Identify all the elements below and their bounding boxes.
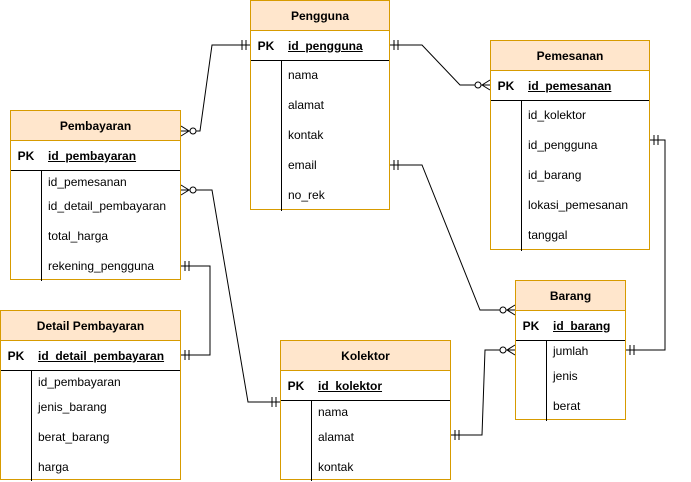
entity-title: Pemesanan <box>491 41 649 71</box>
relationship-line <box>390 164 515 311</box>
crows-foot-line <box>180 130 190 137</box>
column-divider <box>311 401 312 481</box>
crows-foot-line <box>180 184 190 191</box>
crows-foot-line <box>506 344 516 351</box>
optional-circle <box>499 306 507 314</box>
relationship-line <box>181 189 280 403</box>
primary-key: id_detail_pembayaran <box>38 349 165 363</box>
primary-key-row: PK id_pengguna <box>251 31 389 61</box>
crows-foot-line <box>506 309 516 316</box>
column-divider <box>521 101 522 251</box>
attribute: jenis_barang <box>38 400 107 414</box>
crows-foot-line <box>506 304 516 311</box>
crows-foot-line <box>481 84 491 91</box>
attribute: id_detail_pembayaran <box>48 199 167 213</box>
column-divider <box>41 171 42 281</box>
optional-circle <box>499 346 507 354</box>
attribute: berat_barang <box>38 430 110 444</box>
entity-pemesanan[interactable]: Pemesanan PK id_pemesanan id_kolektor id… <box>490 40 650 251</box>
primary-key-row: PK id_barang <box>516 311 625 341</box>
crows-foot-line <box>180 189 190 196</box>
attribute: rekening_pengguna <box>48 259 155 273</box>
entity-title: Detail Pembayaran <box>1 311 180 341</box>
entity-title: Kolektor <box>281 341 450 371</box>
entity-pembayaran[interactable]: Pembayaran PK id_pembayaran id_pemesanan… <box>10 110 181 281</box>
attribute: total_harga <box>48 229 109 243</box>
attribute: harga <box>38 460 69 474</box>
primary-key: id_pemesanan <box>528 79 612 93</box>
primary-key-row: PK id_pemesanan <box>491 71 649 101</box>
attribute: id_pembayaran <box>38 375 121 389</box>
attribute: id_pengguna <box>528 138 598 152</box>
attribute: nama <box>288 68 319 82</box>
pk-label: PK <box>497 79 515 93</box>
attribute: jumlah <box>553 344 589 358</box>
entity-title: Pengguna <box>251 1 389 31</box>
pk-label: PK <box>7 349 25 363</box>
attribute: nama <box>318 405 349 419</box>
attribute: id_kolektor <box>528 108 587 122</box>
column-divider <box>31 371 32 481</box>
entity-title: Pembayaran <box>11 111 180 141</box>
primary-key-row: PK id_kolektor <box>281 371 450 401</box>
entity-detail-pembayaran[interactable]: Detail Pembayaran PK id_detail_pembayara… <box>0 310 181 481</box>
attribute: id_pemesanan <box>48 175 127 189</box>
crows-foot-line <box>506 349 516 356</box>
relationship-line <box>390 44 490 86</box>
optional-circle <box>189 186 197 194</box>
relationship-line <box>451 349 515 436</box>
primary-key: id_barang <box>553 319 611 333</box>
entity-barang[interactable]: Barang PK id_barang jumlah jenis berat <box>515 280 626 421</box>
relationship-line <box>181 44 250 132</box>
entity-pengguna[interactable]: Pengguna PK id_pengguna nama alamat kont… <box>250 0 390 211</box>
relationship-line <box>181 265 211 356</box>
attribute: lokasi_pemesanan <box>528 198 629 212</box>
primary-key: id_pengguna <box>288 39 363 53</box>
entity-title: Barang <box>516 281 625 311</box>
attribute: jenis <box>553 369 578 383</box>
attribute: alamat <box>318 430 355 444</box>
primary-key-row: PK id_detail_pembayaran <box>1 341 180 371</box>
primary-key: id_kolektor <box>318 379 383 393</box>
column-divider <box>281 61 282 211</box>
primary-key-row: PK id_pembayaran <box>11 141 180 171</box>
attribute: kontak <box>318 460 354 474</box>
attribute: tanggal <box>528 228 568 242</box>
attribute: email <box>288 158 317 172</box>
crows-foot-line <box>481 79 491 86</box>
pk-label: PK <box>287 379 305 393</box>
pk-label: PK <box>257 39 275 53</box>
column-divider <box>546 341 547 421</box>
primary-key: id_pembayaran <box>48 149 137 163</box>
optional-circle <box>474 81 482 89</box>
attribute: alamat <box>288 98 325 112</box>
pk-label: PK <box>522 319 540 333</box>
attribute: no_rek <box>288 188 325 202</box>
crows-foot-line <box>180 125 190 132</box>
entity-kolektor[interactable]: Kolektor PK id_kolektor nama alamat kont… <box>280 340 451 481</box>
attribute: id_barang <box>528 168 582 182</box>
pk-label: PK <box>17 149 35 163</box>
attribute: berat <box>553 399 581 413</box>
optional-circle <box>189 127 197 135</box>
attribute: kontak <box>288 128 324 142</box>
